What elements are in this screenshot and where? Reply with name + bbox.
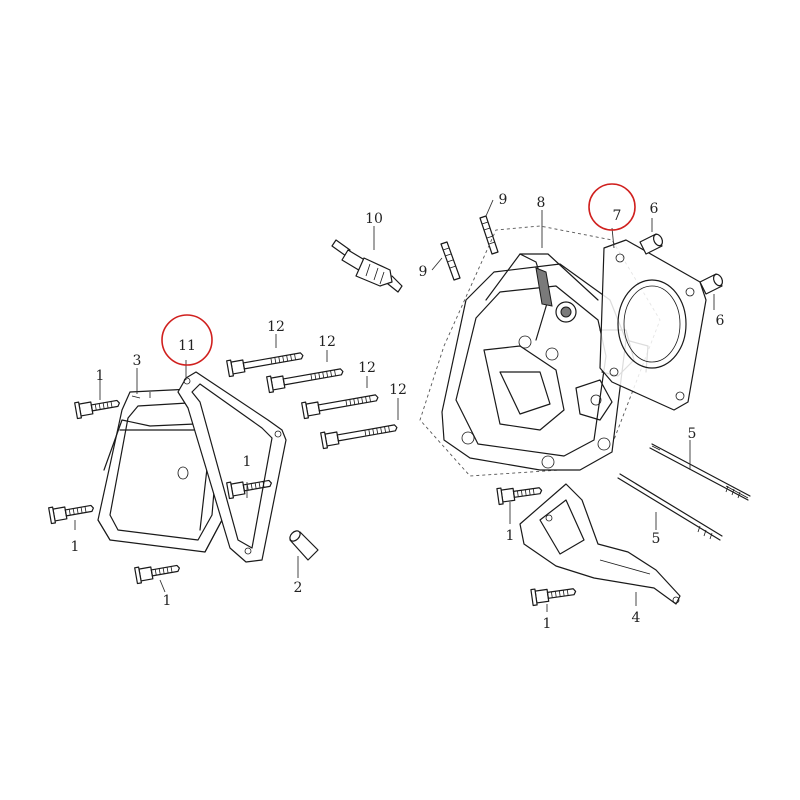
spark-plug[interactable] [331, 239, 403, 293]
stud-bolt-b[interactable] [479, 215, 499, 255]
label-stud-bolt-a: 9 [419, 264, 428, 280]
air-guide[interactable] [519, 483, 681, 605]
dowel-pin[interactable] [288, 529, 319, 561]
highlight-circle-7 [588, 183, 636, 231]
label-bolt-f: 1 [543, 616, 552, 632]
label-stud-b: 5 [652, 531, 661, 547]
bolt-icon[interactable] [496, 481, 544, 506]
bolt-icon[interactable] [134, 559, 182, 585]
label-bolt-a: 1 [96, 368, 105, 384]
flange-bolt-icon[interactable] [301, 389, 380, 420]
bolt-icon[interactable] [530, 582, 578, 607]
stud-bolt-a[interactable] [440, 241, 461, 281]
label-sleeve-b: 6 [716, 313, 725, 329]
bolt-icon[interactable] [74, 394, 122, 420]
flange-bolt-icon[interactable] [320, 419, 399, 450]
label-dowel-pin: 2 [294, 580, 303, 596]
sleeve-a[interactable] [639, 233, 664, 255]
stud-b[interactable] [617, 473, 723, 541]
label-head-gasket: 7 [613, 208, 622, 224]
label-bolt-b: 1 [71, 539, 80, 555]
stud-a[interactable] [649, 443, 751, 501]
sleeve-b[interactable] [699, 273, 724, 295]
label-air-guide: 4 [632, 610, 641, 626]
label-bolt-c: 1 [163, 593, 172, 609]
label-flange-bolt-d: 12 [389, 382, 407, 398]
label-bolt-d: 1 [243, 454, 252, 470]
label-bolt-e: 1 [506, 528, 515, 544]
label-stud-a: 5 [688, 426, 697, 442]
bolt-icon[interactable] [48, 499, 96, 525]
label-flange-bolt-a: 12 [267, 319, 285, 335]
label-cover-gasket: 11 [178, 338, 196, 354]
head-gasket[interactable] [599, 239, 707, 411]
label-spark-plug: 10 [365, 211, 383, 227]
cover-gasket[interactable] [177, 371, 287, 563]
flange-bolt-icon[interactable] [266, 363, 345, 394]
flange-bolt-icon[interactable] [226, 347, 305, 378]
label-flange-bolt-b: 12 [318, 334, 336, 350]
highlight-circle-11 [161, 314, 213, 366]
label-flange-bolt-c: 12 [358, 360, 376, 376]
leader-lines [74, 199, 715, 612]
label-head-cover: 3 [133, 353, 142, 369]
label-sleeve-a: 6 [650, 201, 659, 217]
label-stud-bolt-b: 9 [499, 192, 508, 208]
label-cylinder-head: 8 [537, 195, 546, 211]
